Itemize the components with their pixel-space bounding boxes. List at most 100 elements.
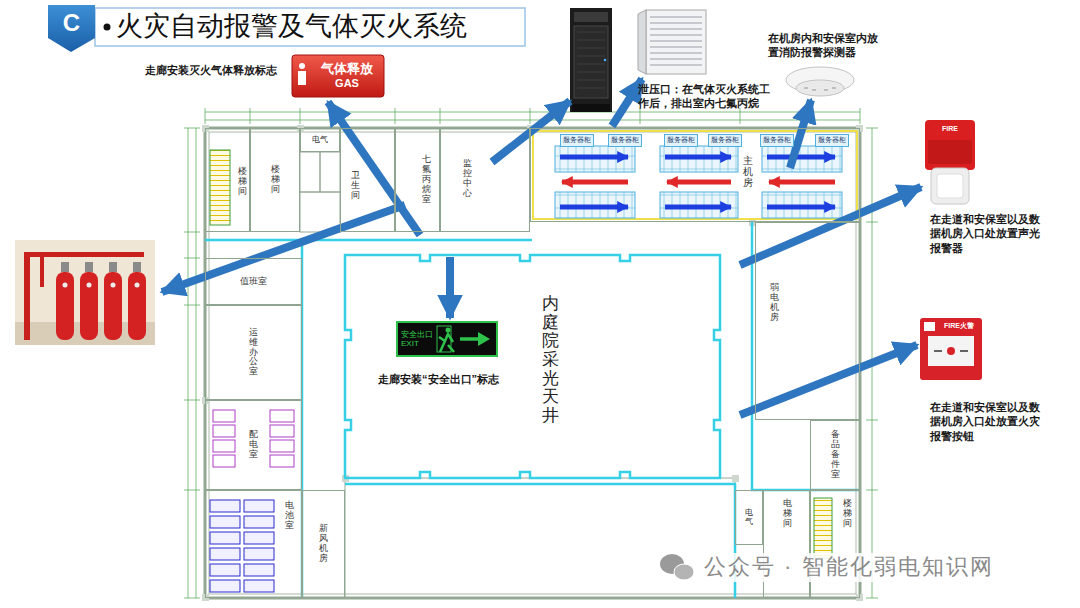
gas-cylinder-photo-part — [80, 272, 98, 340]
device-label-box: FIRE — [930, 123, 970, 136]
text-group: 服务器柜 — [763, 136, 791, 144]
callout-arrow-part — [612, 79, 642, 126]
manual-call-point-part — [947, 347, 955, 355]
wall-part — [345, 478, 735, 598]
airflow-arrow-part — [665, 205, 731, 210]
title-bar-part — [104, 24, 111, 31]
battery-rack-part — [210, 500, 240, 512]
text-group: 新风机房 — [319, 524, 328, 564]
battery-rack-part — [244, 580, 274, 592]
device-label-box: FIRE火警 — [938, 320, 980, 332]
text-group: 服务器柜 — [667, 136, 695, 144]
cabinet-label-box: 服务器柜 — [760, 134, 794, 146]
server-cabinet-photo — [570, 8, 612, 112]
text-group: FIRE — [942, 125, 958, 133]
text-group: 电梯间 — [783, 499, 792, 529]
battery-rack-part — [244, 548, 274, 560]
room-name: 楼梯间 — [238, 167, 247, 197]
battery-rack-part — [244, 516, 274, 528]
room-box: 电梯间 — [763, 490, 810, 598]
cabinet-row-part — [762, 192, 842, 218]
node-text: 气体释放 — [321, 62, 373, 77]
pressure-relief-vent-part — [646, 10, 706, 74]
distribution-cabinet-part — [213, 410, 235, 422]
room-box: 楼梯间 — [810, 490, 860, 598]
cabinet-row-part — [660, 192, 738, 218]
wall — [205, 128, 860, 598]
gas-cylinder-photo — [15, 240, 155, 345]
main-room-outline-part — [533, 131, 857, 219]
callout-note: 走廊安装“安全出口”标志 — [378, 372, 528, 386]
stair-symbol-part — [814, 498, 832, 558]
text-group: 电气 — [745, 509, 753, 527]
text-group: 气体释放GAS — [321, 62, 373, 90]
distribution-cabinet-part — [270, 410, 294, 422]
text-group: 安全出口EXIT — [401, 330, 433, 348]
battery-rack-part — [244, 564, 274, 576]
wall-part — [209, 132, 856, 594]
node-text: 值班室 — [240, 276, 267, 286]
text-group: FIRE火警 — [944, 322, 974, 330]
watermark: 公众号 · 智能化弱电知识网 — [700, 553, 998, 582]
title-bar-part — [48, 5, 95, 52]
wall-part — [205, 128, 860, 598]
server-cabinet-photo-part — [570, 8, 612, 112]
strobe-alarm-part — [925, 120, 975, 170]
text-group: 弱电机房 — [770, 283, 779, 323]
dimension-line-part — [188, 128, 189, 598]
text-group: 楼梯间 — [271, 165, 280, 195]
battery-rack-part — [210, 580, 240, 592]
cabinet-row — [555, 146, 842, 218]
dimension-line-part — [196, 128, 197, 598]
gas-cylinder-photo-part — [24, 252, 30, 340]
manual-call-point-part — [920, 318, 982, 380]
title-bar-part — [95, 8, 525, 46]
gas-cylinder-photo-part — [87, 283, 92, 288]
gas-cylinder-photo-part — [85, 262, 93, 272]
text-group: 运维办公室 — [249, 328, 258, 377]
room-name: 电梯间 — [783, 499, 792, 529]
room-name: 电气 — [745, 509, 753, 527]
stair-symbol-part — [210, 150, 230, 225]
text-group: 卫生间 — [351, 171, 360, 201]
node-text: 电气 — [312, 135, 328, 144]
gas-release-sign-part — [299, 63, 305, 69]
distribution-cabinet-part — [270, 440, 294, 452]
room-box: 楼梯间 — [250, 128, 300, 232]
airflow-arrow-part — [562, 180, 628, 185]
strobe-alarm — [925, 120, 975, 204]
gas-cylinder-photo-part — [56, 272, 74, 340]
callout-note: 在走道和安保室以及数据机房入口处放置声光报警器 — [930, 212, 1048, 255]
title-bar — [48, 5, 525, 52]
cabinet-row-part — [762, 146, 842, 172]
room-box: 新风机房 — [302, 490, 345, 598]
section-badge: C — [48, 5, 95, 41]
callout-arrow-part — [162, 205, 405, 292]
node-text: 安全出口 — [401, 330, 433, 339]
node-text: C — [63, 9, 80, 37]
cabinet-label-box: 服务器柜 — [560, 134, 594, 146]
room-box: 配电室 — [205, 400, 302, 490]
text-group: 楼梯间 — [843, 499, 852, 529]
room-name: 楼梯间 — [271, 165, 280, 195]
text-group: 主机房 — [743, 155, 753, 188]
airflow-arrow-part — [667, 180, 731, 185]
room-name: 新风机房 — [319, 524, 328, 564]
callout-arrow-part — [740, 345, 917, 415]
gas-release-sign-part — [292, 55, 384, 97]
text-group: 电气 — [312, 135, 328, 144]
exit-sign-part — [460, 337, 480, 341]
airflow-arrow-part — [560, 155, 628, 160]
battery-rack-part — [210, 532, 240, 544]
text-group: 七氟丙烷室 — [422, 155, 431, 204]
node-text: 服务器柜 — [711, 136, 739, 144]
main-room-outline — [533, 131, 857, 219]
gas-cylinder-photo-part — [104, 272, 122, 340]
server-cabinet-photo-part — [577, 32, 605, 88]
room-box: 备品备件室 — [810, 420, 860, 490]
smoke-detector-part — [796, 80, 844, 96]
gas-cylinder-photo-part — [111, 283, 116, 288]
wall-part — [320, 152, 340, 192]
gas-release-sign-part — [298, 71, 306, 85]
